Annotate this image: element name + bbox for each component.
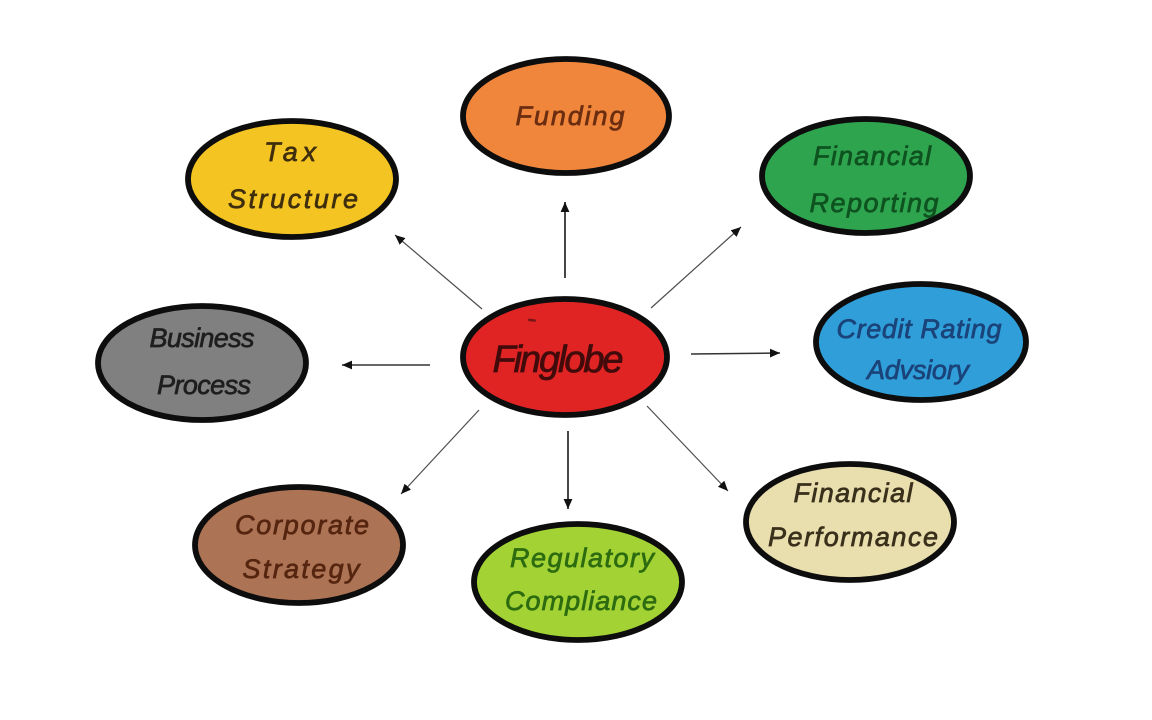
svg-text:Regulatory: Regulatory (510, 543, 656, 573)
svg-text:Corporate: Corporate (235, 510, 369, 540)
svg-text:Tax: Tax (264, 137, 318, 167)
svg-text:Financial: Financial (794, 478, 914, 508)
svg-text:Performance: Performance (768, 522, 938, 552)
svg-text:Financial: Financial (813, 141, 932, 171)
svg-text:Compliance: Compliance (505, 586, 657, 616)
svg-text:Finglobe: Finglobe (493, 339, 624, 381)
svg-text:Strategy: Strategy (243, 554, 362, 584)
svg-text:Process: Process (157, 370, 251, 400)
svg-text:Credit Rating: Credit Rating (837, 314, 1002, 344)
svg-text:Advsiory: Advsiory (865, 355, 971, 385)
svg-text:Business: Business (150, 323, 255, 353)
svg-text:Structure: Structure (228, 184, 358, 214)
svg-text:Funding: Funding (516, 101, 625, 131)
svg-text:Reporting: Reporting (810, 188, 939, 218)
